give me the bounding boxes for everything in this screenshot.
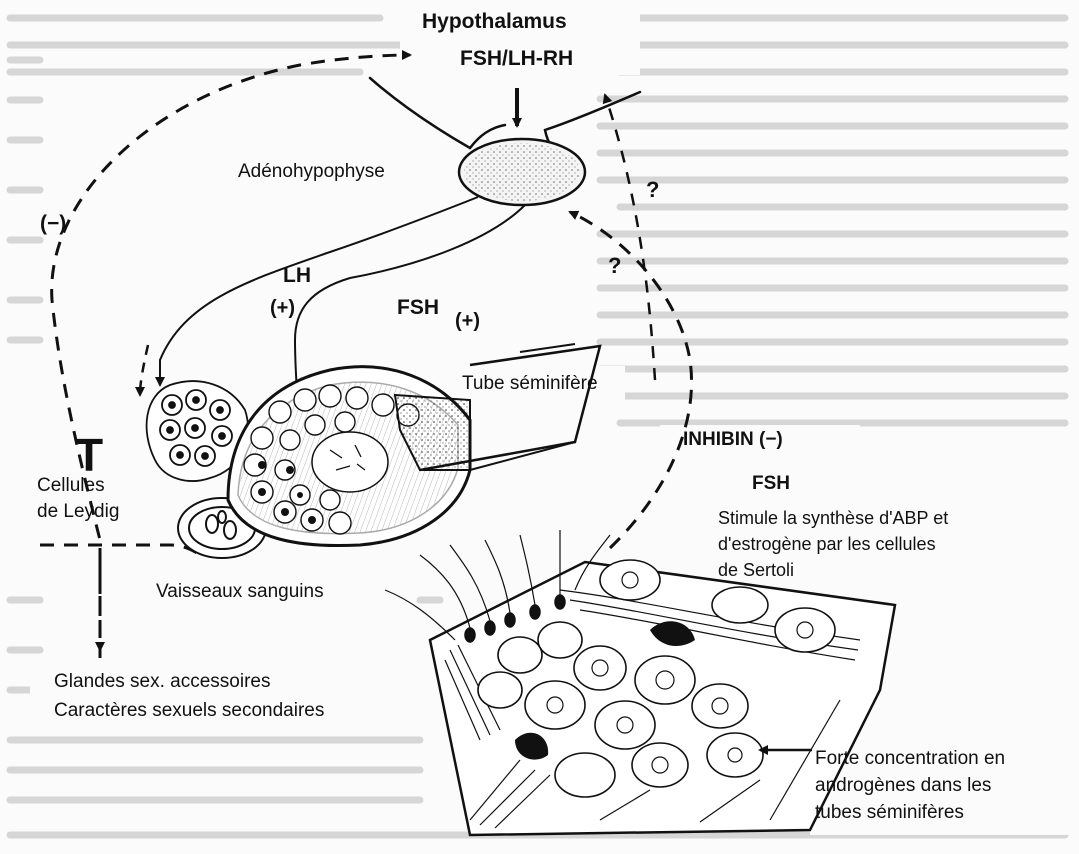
hypothalamus-label: Hypothalamus — [422, 10, 567, 34]
lh-effect-sign: (+) — [270, 296, 295, 320]
testosterone-symbol: T — [75, 432, 103, 478]
negative-feedback-sign: (−) — [40, 212, 66, 236]
vaisseaux-label: Vaisseaux sanguins — [156, 580, 324, 604]
releasing-hormone-label: FSH/LH-RH — [460, 47, 573, 71]
fsh-action-label: FSH — [752, 472, 790, 496]
negative-feedback-loop — [52, 55, 410, 658]
tube-seminifere-label: Tube séminifère — [462, 372, 598, 396]
question-mark-upper: ? — [646, 178, 659, 202]
glandes-label: Glandes sex. accessoires — [54, 670, 271, 694]
fsh-effect-sign: (+) — [455, 309, 480, 333]
fsh-label: FSH — [397, 296, 439, 320]
sertoli-description: Stimule la synthèse d'ABP et d'estrogène… — [718, 505, 948, 583]
caracteres-label: Caractères sexuels secondaires — [54, 699, 324, 723]
androgenes-label: Forte concentration en androgènes dans l… — [815, 745, 1005, 826]
leydig-label: Cellules de Leydig — [37, 473, 119, 525]
adenohypophyse-label: Adénohypophyse — [238, 160, 385, 184]
question-mark-lower: ? — [608, 254, 621, 278]
inhibin-label: INHIBIN (−) — [683, 428, 783, 452]
lh-label: LH — [283, 264, 311, 288]
blood-route-dashed — [40, 545, 200, 555]
